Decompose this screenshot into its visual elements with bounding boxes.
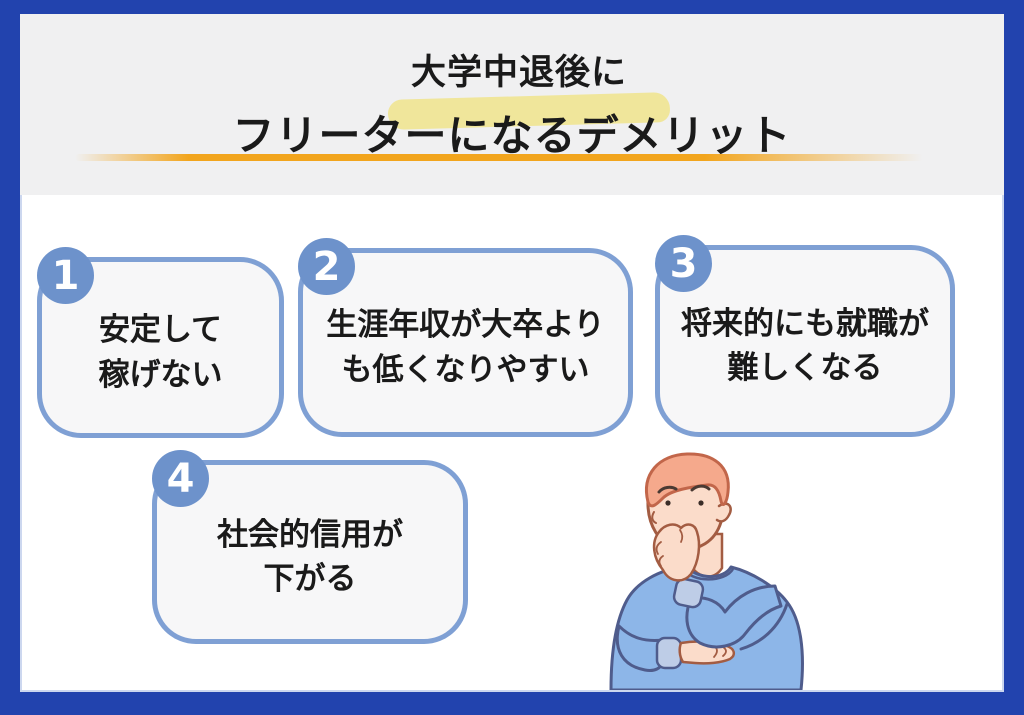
subtitle-wrap: 大学中退後に [20,44,1004,130]
card-line: 生涯年収が大卒より [326,307,605,344]
card-line: も低くなりやすい [341,351,590,388]
card-line: 下がる [263,561,357,597]
card-line: 難しくなる [727,350,883,386]
card-line: 安定して [98,312,223,349]
card-line: 社会的信用が [217,516,403,553]
header-band: 大学中退後に フリーターになるデメリット [20,14,1004,195]
number-badge-1: 1 [37,247,94,304]
demerit-card-1: 1 安定して 稼げない [37,247,284,438]
page-title: フリーターになるデメリット [232,111,792,160]
badge-number: 1 [51,252,80,299]
number-badge-3: 3 [655,235,712,292]
demerit-card-4: 4 社会的信用が 下がる [152,450,468,644]
infographic-canvas: 大学中退後に フリーターになるデメリット 1 安定して 稼げない 2 生涯年収が… [20,14,1004,692]
demerit-card-3: 3 将来的にも就職が 難しくなる [655,235,955,437]
number-badge-4: 4 [152,450,209,507]
card-line: 将来的にも就職が [681,305,929,342]
badge-number: 3 [669,240,698,287]
orange-underline [75,154,949,161]
demerit-card-2: 2 生涯年収が大卒より も低くなりやすい [298,238,633,437]
number-badge-2: 2 [298,238,355,295]
badge-number: 2 [312,243,341,290]
card-line: 稼げない [98,356,223,393]
page-subtitle: 大学中退後に [410,53,627,93]
thinking-man-illustration [609,452,804,690]
badge-number: 4 [166,455,195,502]
